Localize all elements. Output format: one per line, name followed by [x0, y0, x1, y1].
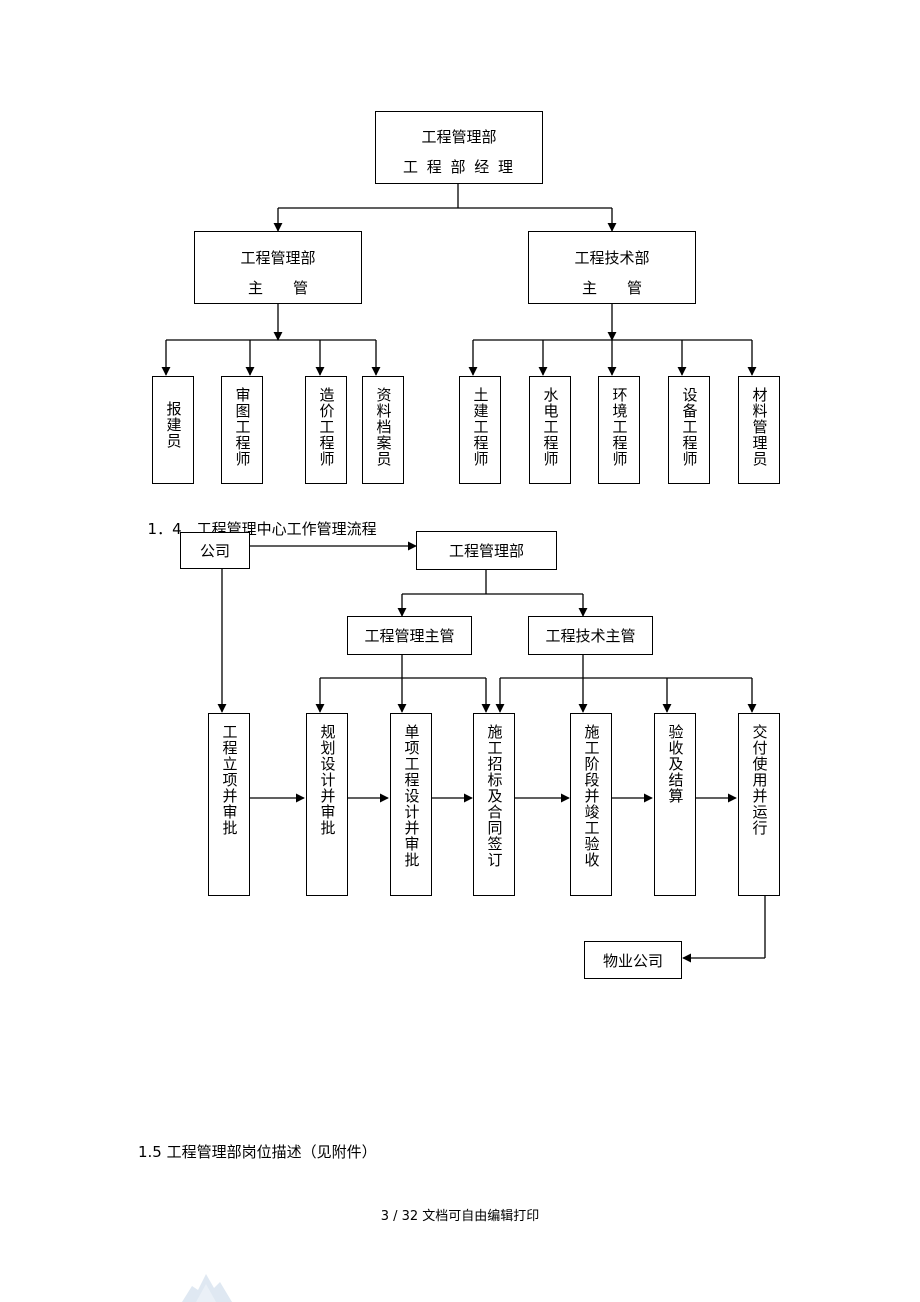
- org-right-head-line2: 主 管: [581, 279, 642, 297]
- flow-step-label: 工程立项并审批: [220, 724, 239, 836]
- watermark-icon: [182, 1274, 232, 1302]
- flow-step-label: 单项工程设计并审批: [402, 724, 421, 868]
- flow-property-label: 物业公司: [602, 952, 663, 970]
- flow-step-box: 单项工程设计并审批: [390, 713, 432, 896]
- flow-dept-label: 工程管理部: [448, 542, 524, 560]
- org-staff-label: 报建员: [164, 401, 183, 449]
- flow-step-box: 交付使用并运行: [738, 713, 780, 896]
- org-staff-box: 资料档案员: [362, 376, 404, 484]
- flow-step-label: 施工招标及合同签订: [485, 724, 504, 868]
- org-staff-box: 造价工程师: [305, 376, 347, 484]
- org-staff-label: 资料档案员: [374, 387, 393, 467]
- flow-company-box: 公司: [180, 532, 250, 569]
- flow-step-box: 施工阶段并竣工验收: [570, 713, 612, 896]
- section-1-4-heading: 1．4 工程管理中心工作管理流程: [138, 500, 377, 539]
- org-top-line1: 工程管理部: [421, 128, 497, 146]
- flow-manager-a-label: 工程管理主管: [364, 627, 455, 645]
- org-staff-box: 环境工程师: [598, 376, 640, 484]
- page-footer: 3 / 32 文档可自由编辑打印: [380, 1209, 540, 1224]
- org-staff-label: 造价工程师: [317, 387, 336, 467]
- org-left-head-line2: 主 管: [247, 279, 308, 297]
- org-staff-box: 审图工程师: [221, 376, 263, 484]
- flow-step-label: 规划设计并审批: [318, 724, 337, 836]
- flow-property-box: 物业公司: [584, 941, 682, 979]
- org-left-head-line1: 工程管理部: [240, 249, 316, 267]
- flow-manager-b-box: 工程技术主管: [528, 616, 653, 655]
- org-staff-box: 土建工程师: [459, 376, 501, 484]
- org-staff-box: 报建员: [152, 376, 194, 484]
- org-top-line2: 工 程 部 经 理: [402, 158, 516, 176]
- org-staff-box: 材料管理员: [738, 376, 780, 484]
- org-staff-box: 水电工程师: [529, 376, 571, 484]
- org-staff-label: 设备工程师: [680, 387, 699, 467]
- org-right-head-box: 工程技术部 主 管: [528, 231, 696, 304]
- org-staff-label: 水电工程师: [541, 387, 560, 467]
- flow-step-box: 验收及结算: [654, 713, 696, 896]
- flow-step-label: 验收及结算: [666, 724, 685, 804]
- flow-step-box: 施工招标及合同签订: [473, 713, 515, 896]
- flow-step-label: 施工阶段并竣工验收: [582, 724, 601, 868]
- org-staff-label: 材料管理员: [750, 387, 769, 467]
- org-top-box: 工程管理部 工 程 部 经 理: [375, 111, 543, 184]
- flow-manager-b-label: 工程技术主管: [545, 627, 636, 645]
- section-1-4-number: 1．4: [147, 520, 182, 538]
- org-left-head-box: 工程管理部 主 管: [194, 231, 362, 304]
- flow-dept-box: 工程管理部: [416, 531, 557, 570]
- org-right-head-line1: 工程技术部: [574, 249, 650, 267]
- flow-step-box: 规划设计并审批: [306, 713, 348, 896]
- org-staff-label: 土建工程师: [471, 387, 490, 467]
- org-staff-label: 审图工程师: [233, 387, 252, 467]
- section-1-5-heading: 1.5 工程管理部岗位描述（见附件）: [138, 1143, 377, 1161]
- org-staff-label: 环境工程师: [610, 387, 629, 467]
- flow-manager-a-box: 工程管理主管: [347, 616, 472, 655]
- org-staff-box: 设备工程师: [668, 376, 710, 484]
- flow-step-box: 工程立项并审批: [208, 713, 250, 896]
- flow-step-label: 交付使用并运行: [750, 724, 769, 836]
- flow-company-label: 公司: [199, 542, 230, 560]
